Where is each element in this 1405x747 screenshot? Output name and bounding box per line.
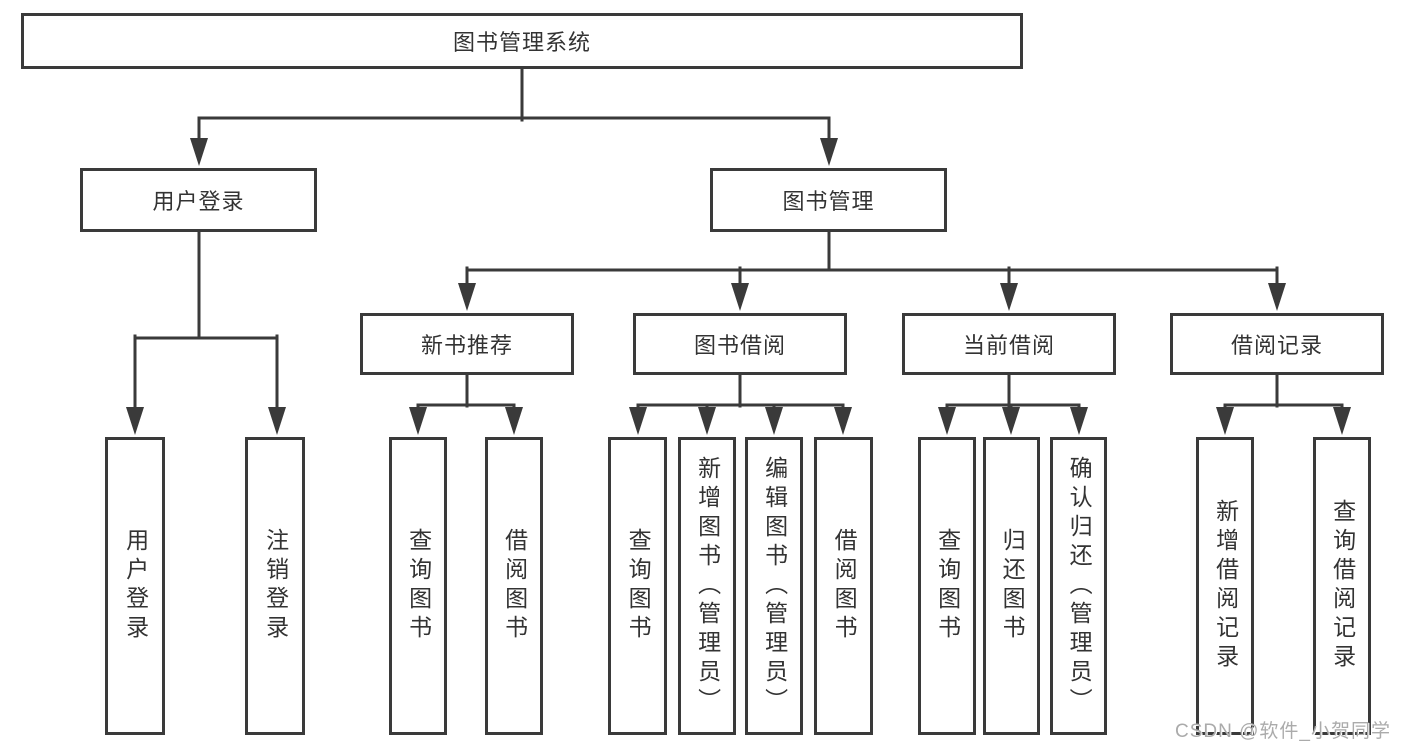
node-leaf-query-borrow-record: 查询借阅记录 (1313, 437, 1371, 735)
node-leaf-edit-books-admin: 编辑图书（管理员） (745, 437, 803, 735)
node-borrowing-records: 借阅记录 (1170, 313, 1384, 375)
arrowhead-icon (1333, 407, 1351, 435)
node-leaf-query-books-borrowing: 查询图书 (608, 437, 667, 735)
arrowhead-icon (126, 407, 144, 435)
arrowhead-icon (698, 407, 716, 435)
arrowhead-icon (629, 407, 647, 435)
node-book-management: 图书管理 (710, 168, 947, 232)
arrowhead-icon (765, 407, 783, 435)
arrowhead-icon (1000, 283, 1018, 311)
arrowhead-icon (190, 138, 208, 166)
node-root: 图书管理系统 (21, 13, 1023, 69)
node-leaf-confirm-return-admin: 确认归还（管理员） (1050, 437, 1107, 735)
node-leaf-return-books: 归还图书 (983, 437, 1040, 735)
node-leaf-logout-login: 注销登录 (245, 437, 305, 735)
arrowhead-icon (1070, 407, 1088, 435)
arrowhead-icon (938, 407, 956, 435)
arrowhead-icon (505, 407, 523, 435)
arrowhead-icon (731, 283, 749, 311)
arrowhead-icon (1002, 407, 1020, 435)
arrowhead-icon (1268, 283, 1286, 311)
node-leaf-borrow-books-borrowing: 借阅图书 (814, 437, 873, 735)
node-leaf-user-login: 用户登录 (105, 437, 165, 735)
node-leaf-query-books-current: 查询图书 (918, 437, 976, 735)
node-book-borrowing: 图书借阅 (633, 313, 847, 375)
arrowhead-icon (409, 407, 427, 435)
node-current-borrowing: 当前借阅 (902, 313, 1116, 375)
arrowhead-icon (268, 407, 286, 435)
arrowhead-icon (834, 407, 852, 435)
arrowhead-icon (458, 283, 476, 311)
node-leaf-add-books-admin: 新增图书（管理员） (678, 437, 736, 735)
node-user-login: 用户登录 (80, 168, 317, 232)
node-leaf-add-borrow-record: 新增借阅记录 (1196, 437, 1254, 735)
node-new-book-recommend: 新书推荐 (360, 313, 574, 375)
arrowhead-icon (1216, 407, 1234, 435)
watermark: CSDN @软件_小贺同学 (1175, 721, 1391, 742)
arrowhead-icon (820, 138, 838, 166)
node-leaf-query-books-recommend: 查询图书 (389, 437, 447, 735)
node-leaf-borrow-books-recommend: 借阅图书 (485, 437, 543, 735)
